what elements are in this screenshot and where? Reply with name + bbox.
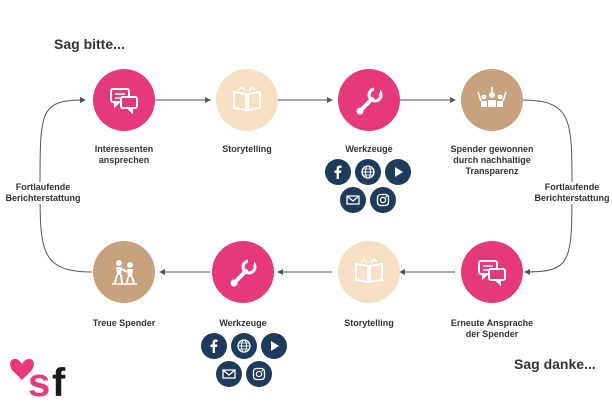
globe-icon <box>355 159 381 185</box>
play-icon <box>261 333 287 359</box>
facebook-icon <box>201 333 227 359</box>
side-label-right-text: Fortlaufende Berichterstattung <box>534 182 610 203</box>
chat-bubbles-icon <box>110 88 138 115</box>
node-storytelling-bottom <box>338 241 400 303</box>
label-interessenten: Interessenten ansprechen <box>94 144 154 165</box>
helping-hand-icon <box>112 260 137 285</box>
side-label-left-text: Fortlaufende Berichterstattung <box>5 182 81 203</box>
label-werkzeuge-top: Werkzeuge <box>345 144 393 154</box>
logo-s: s <box>28 361 50 402</box>
open-book-icon <box>355 257 383 284</box>
label-storytelling-bottom: Storytelling <box>344 318 394 328</box>
node-werkzeuge-top <box>338 69 400 131</box>
chat-bubbles-icon <box>478 260 506 287</box>
mail-icon <box>340 187 366 213</box>
label-erneute-ansprache: Erneute Ansprache der Spender <box>450 318 534 339</box>
node-werkzeuge-bottom <box>212 241 274 303</box>
heart-icon <box>10 358 34 380</box>
side-label-left: Fortlaufende Berichterstattung <box>0 182 88 204</box>
node-spender-gewonnen <box>461 69 523 131</box>
side-label-right: Fortlaufende Berichterstattung <box>527 182 612 204</box>
facebook-icon <box>325 159 351 185</box>
node-treue-spender <box>93 241 155 303</box>
heading-sag-bitte: Sag bitte... <box>54 36 125 52</box>
wrench-icon <box>356 87 383 115</box>
logo-f: f <box>52 361 66 402</box>
node-storytelling-top <box>216 69 278 131</box>
instagram-icon <box>246 361 272 387</box>
heading-sag-danke: Sag danke... <box>514 356 596 372</box>
instagram-icon <box>370 187 396 213</box>
node-interessenten <box>93 69 155 131</box>
sf-logo: s f <box>10 358 66 402</box>
label-spender-gewonnen: Spender gewonnen durch nachhaltige Trans… <box>450 144 534 176</box>
open-book-icon <box>233 85 261 112</box>
mail-icon <box>216 361 242 387</box>
globe-icon <box>231 333 257 359</box>
label-werkzeuge-bottom: Werkzeuge <box>219 318 267 328</box>
label-storytelling-top: Storytelling <box>222 144 272 154</box>
node-erneute-ansprache <box>461 241 523 303</box>
play-icon <box>385 159 411 185</box>
crowd-icon <box>477 87 507 107</box>
label-treue-spender: Treue Spender <box>92 318 156 328</box>
wrench-icon <box>230 259 257 287</box>
